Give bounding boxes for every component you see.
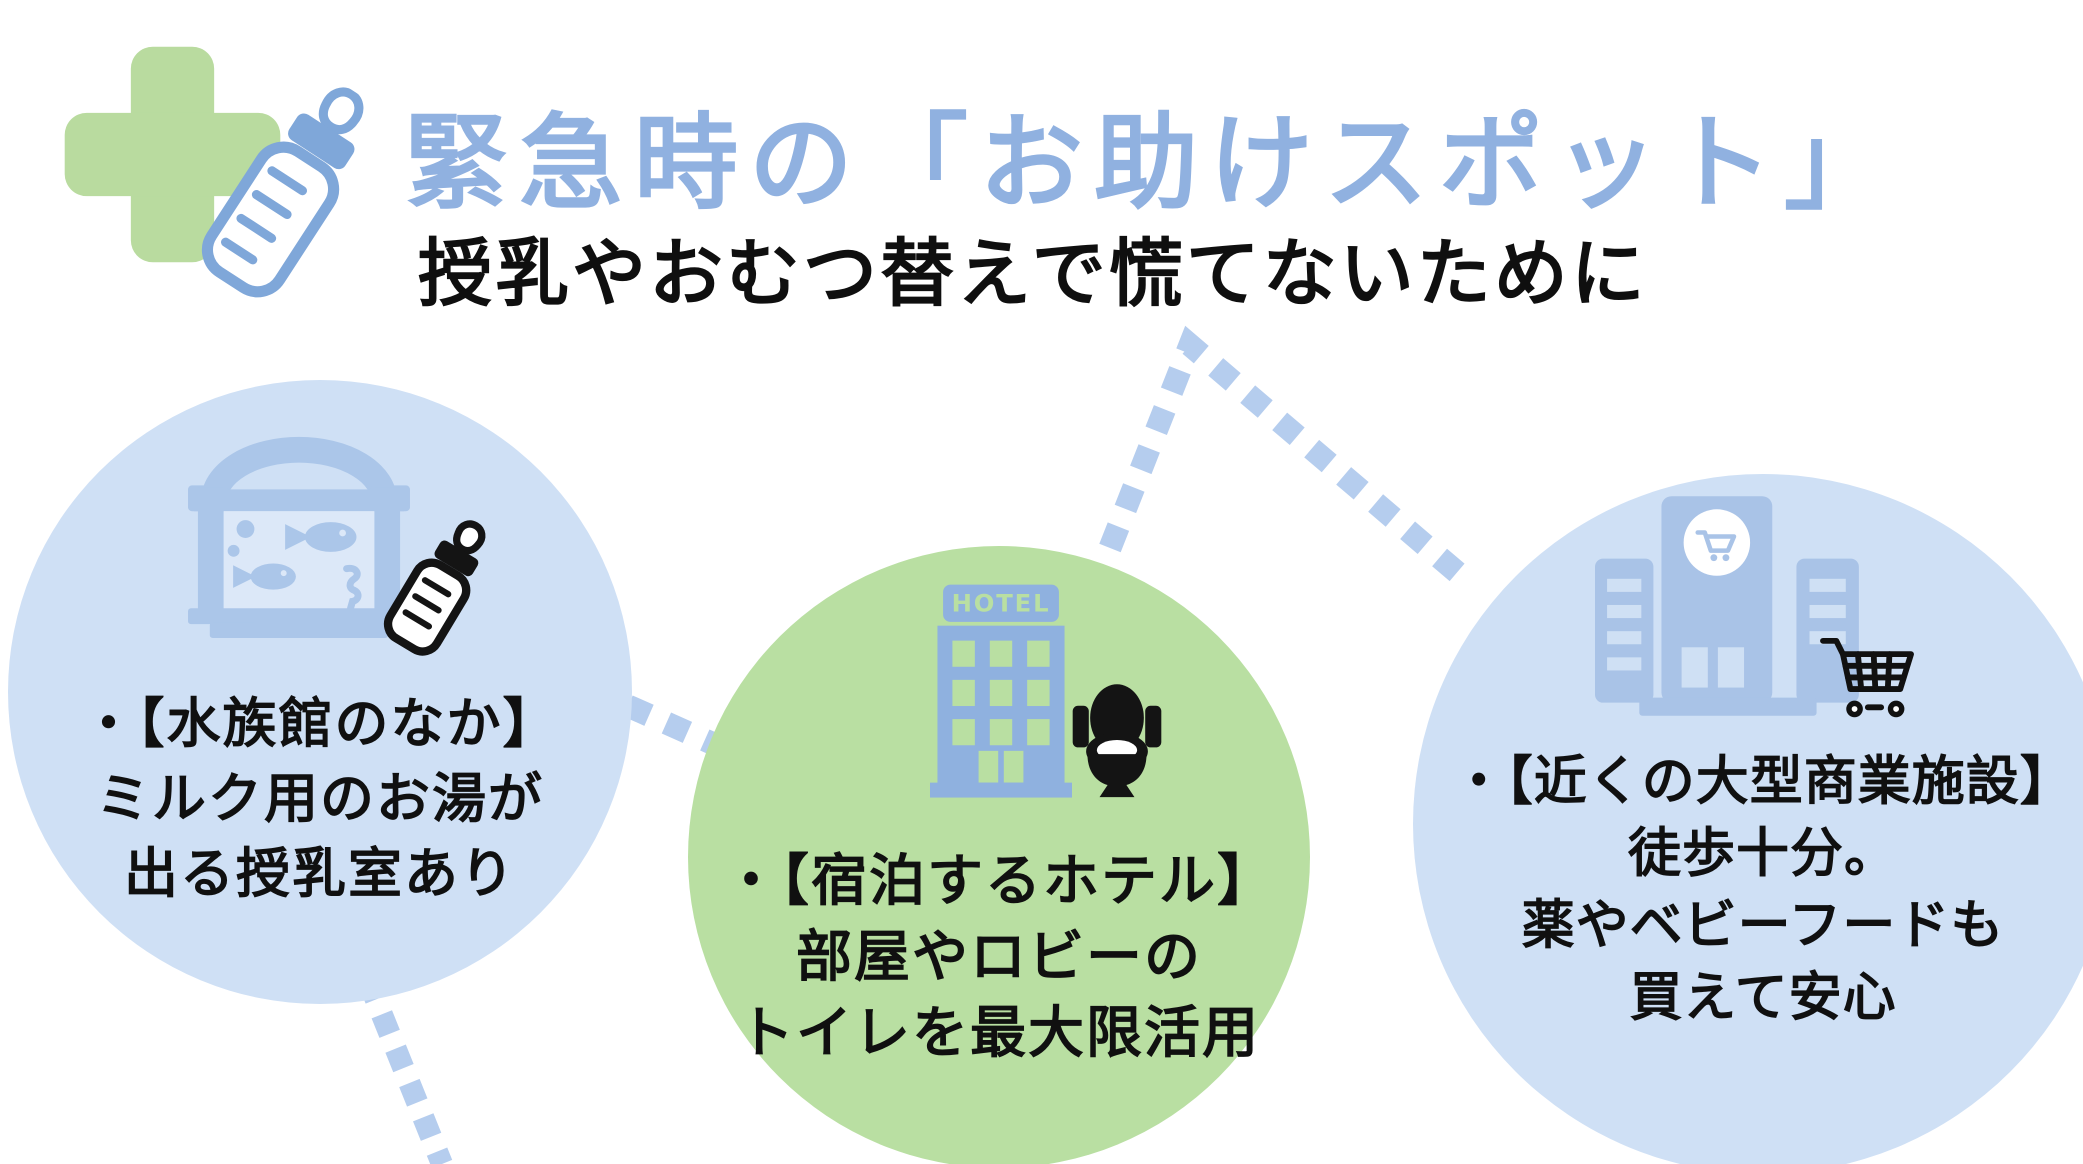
spot-text-line: ・【近くの大型商業施設】 xyxy=(1452,751,2074,812)
connector-peak-line xyxy=(1099,325,1474,589)
hotel-icon: HOTEL xyxy=(930,584,1072,798)
spot-text-line: 出る授乳室あり xyxy=(124,842,516,905)
spot-text-line: 薬やベビーフードも xyxy=(1521,895,2005,956)
spot-text-line: 徒歩十分。 xyxy=(1628,823,1898,884)
page-subtitle: 授乳やおむつ替えで慌てないために xyxy=(418,231,1648,318)
aquarium-icon xyxy=(188,436,410,639)
shopping-mall-icon xyxy=(1595,496,1859,716)
baby-bottle-icon xyxy=(201,87,364,298)
seahorse-icon xyxy=(343,564,362,612)
spot-text-line: 買えて安心 xyxy=(1629,967,1897,1028)
shopping-cart-icon xyxy=(1820,637,1914,718)
spot-card-aquarium: ・【水族館のなか】 ミルク用のお湯が 出る授乳室あり xyxy=(8,380,632,1004)
spot-card-hotel: HOTEL xyxy=(688,546,1310,1164)
spot-mall-text: ・【近くの大型商業施設】 徒歩十分。 薬やベビーフードも 買えて安心 xyxy=(1413,746,2083,1034)
spot-text-line: トイレを最大限活用 xyxy=(738,1001,1260,1066)
cart-glyph xyxy=(1695,530,1737,562)
spot-card-mall: ・【近くの大型商業施設】 徒歩十分。 薬やベビーフードも 買えて安心 xyxy=(1413,474,2083,1164)
spot-text-line: ・【宿泊するホテル】 xyxy=(723,849,1275,914)
fish-icon xyxy=(285,522,357,552)
connector-bottom-left xyxy=(357,975,453,1164)
spot-aquarium-text: ・【水族館のなか】 ミルク用のお湯が 出る授乳室あり xyxy=(8,686,632,911)
spot-text-line: 部屋やロビーの xyxy=(796,925,1202,990)
spot-text-line: ミルク用のお湯が xyxy=(96,767,544,830)
baby-bottle-black-icon xyxy=(383,520,486,656)
page-title: 緊急時の「お助けスポット」 xyxy=(404,101,1900,224)
toilet-icon xyxy=(1072,684,1162,798)
fish-icon xyxy=(233,563,296,590)
hotel-sign-label: HOTEL xyxy=(952,589,1051,618)
spot-hotel-text: ・【宿泊するホテル】 部屋やロビーの トイレを最大限活用 xyxy=(688,844,1310,1072)
spot-text-line: ・【水族館のなか】 xyxy=(81,692,559,755)
medical-cross-icon xyxy=(64,46,281,263)
